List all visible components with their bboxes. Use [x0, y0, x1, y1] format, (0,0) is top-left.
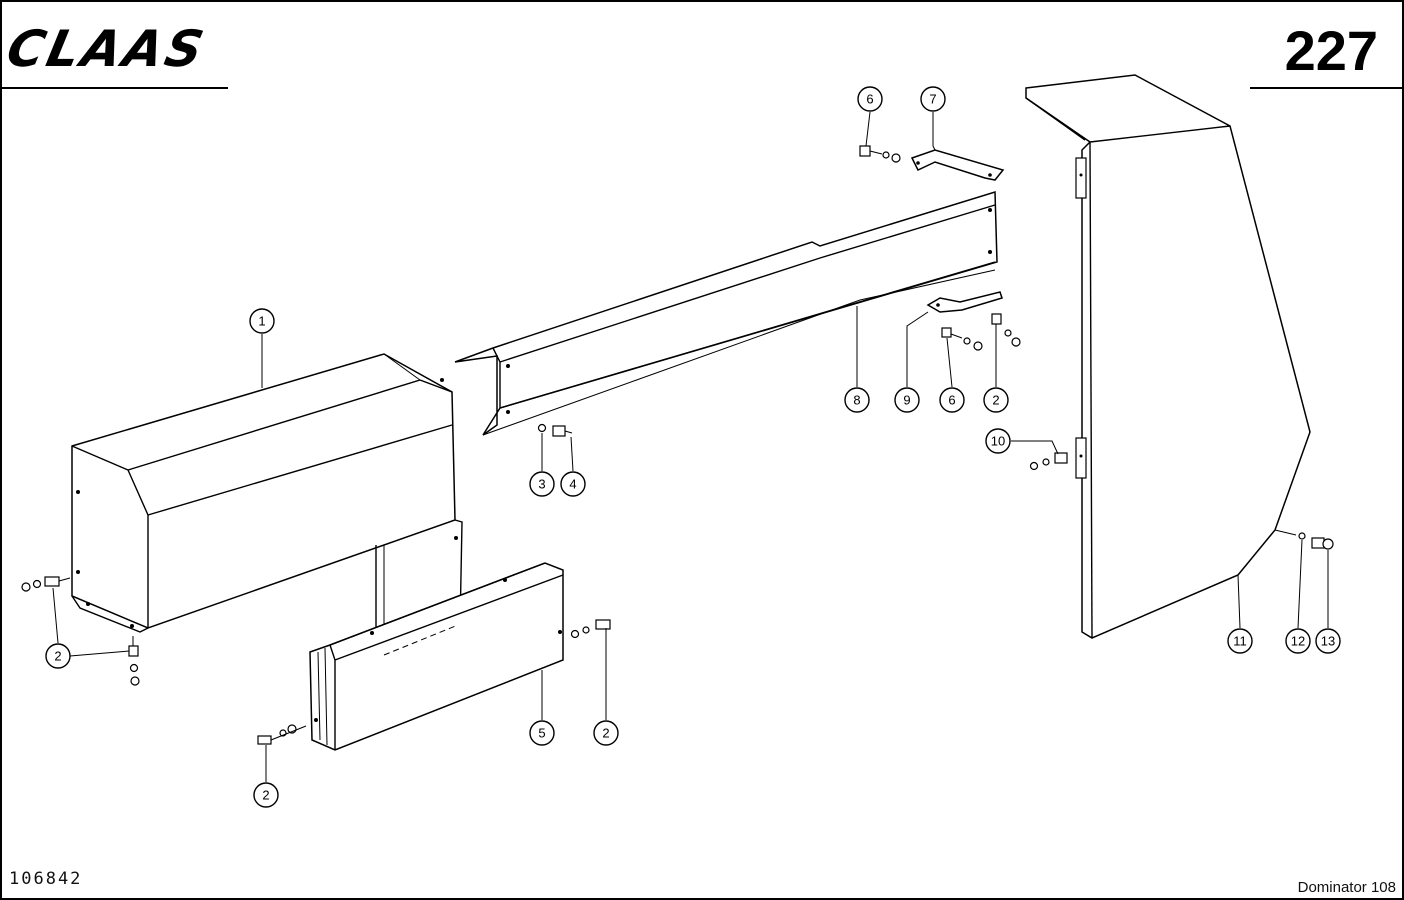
- logo-underline: [2, 87, 228, 89]
- part-1-cover-box: [71, 353, 463, 656]
- svg-text:11: 11: [1233, 634, 1247, 649]
- fasteners: [21, 145, 1334, 745]
- svg-text:12: 12: [1291, 634, 1305, 649]
- callout-2-right-panel: 2: [593, 720, 619, 746]
- svg-text:5: 5: [538, 726, 545, 741]
- svg-text:2: 2: [262, 788, 269, 803]
- callout-6-top: 6: [857, 86, 883, 112]
- part-9-bracket: [926, 291, 1003, 313]
- callout-3: 3: [529, 471, 555, 497]
- callout-4: 4: [560, 471, 586, 497]
- callout-10: 10: [985, 428, 1011, 454]
- leader-lines: [52, 111, 1329, 782]
- model-name: Dominator 108: [1297, 879, 1396, 896]
- callout-1: 1: [249, 308, 275, 334]
- callout-11: 11: [1227, 628, 1253, 654]
- drawing-number: 106842: [9, 869, 83, 889]
- callout-9: 9: [894, 387, 920, 413]
- svg-text:8: 8: [853, 393, 860, 408]
- svg-text:3: 3: [538, 477, 545, 492]
- svg-text:2: 2: [992, 393, 999, 408]
- callout-2-bracket: 2: [983, 387, 1009, 413]
- callout-5: 5: [529, 720, 555, 746]
- part-8-channel-beam: [454, 190, 998, 436]
- callout-12: 12: [1285, 628, 1311, 654]
- page-number-underline: [1250, 87, 1402, 89]
- part-7-bracket: [910, 149, 1005, 181]
- svg-text:7: 7: [929, 92, 936, 107]
- part-5-lower-panel: [309, 562, 564, 751]
- svg-text:13: 13: [1321, 634, 1335, 649]
- callout-6-middle: 6: [939, 387, 965, 413]
- svg-text:1: 1: [258, 314, 265, 329]
- svg-text:2: 2: [602, 726, 609, 741]
- callout-2-left: 2: [45, 643, 71, 669]
- svg-text:2: 2: [54, 649, 61, 664]
- svg-text:10: 10: [991, 434, 1005, 449]
- callout-8: 8: [844, 387, 870, 413]
- callout-13: 13: [1315, 628, 1341, 654]
- svg-text:4: 4: [569, 477, 576, 492]
- svg-text:6: 6: [866, 92, 873, 107]
- svg-text:6: 6: [948, 393, 955, 408]
- page-number: 227: [1284, 19, 1378, 82]
- svg-text:9: 9: [903, 393, 910, 408]
- part-11-side-panel: [1025, 74, 1311, 639]
- callout-2-bottom: 2: [253, 782, 279, 808]
- callout-7: 7: [920, 86, 946, 112]
